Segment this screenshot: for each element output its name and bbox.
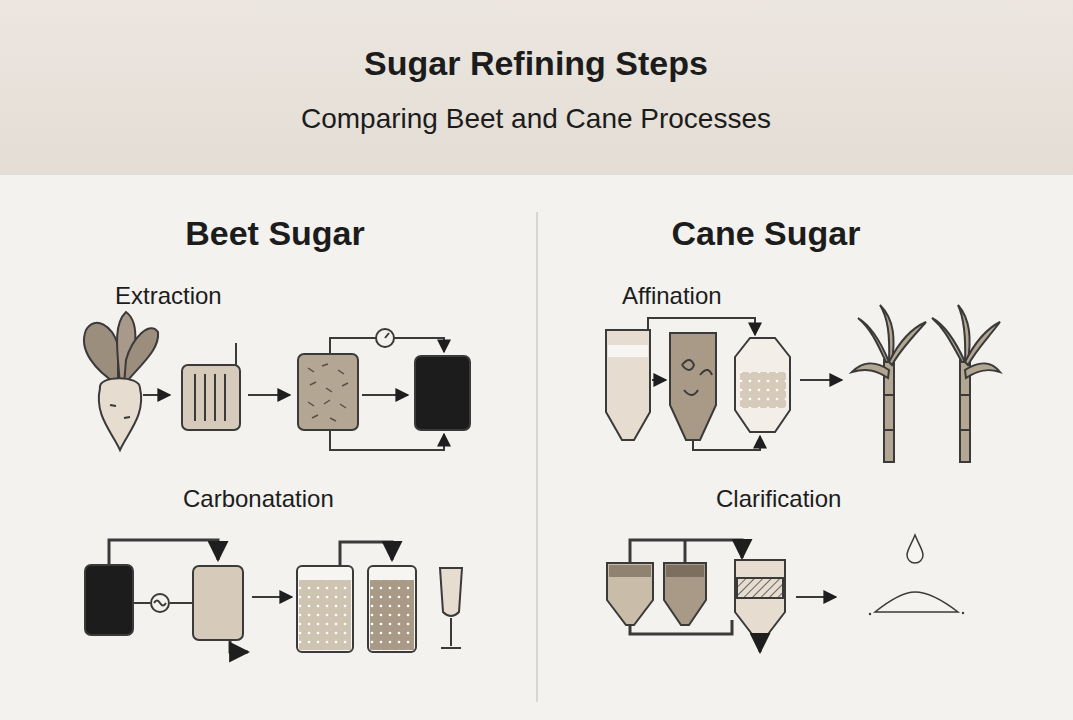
header-band bbox=[0, 0, 1073, 175]
step-label: Carbonatation bbox=[183, 485, 334, 513]
extraction-illustration bbox=[84, 312, 470, 450]
step-label: Extraction bbox=[115, 282, 222, 310]
subtitle: Comparing Beet and Cane Processes bbox=[301, 103, 771, 135]
affination-illustration bbox=[606, 318, 842, 450]
step-label: Affination bbox=[622, 282, 722, 310]
clarification-illustration bbox=[607, 535, 964, 652]
sugarcane-icon bbox=[852, 305, 1000, 462]
carbonatation-illustration bbox=[85, 540, 462, 652]
column-heading: Cane Sugar bbox=[672, 214, 861, 253]
title: Sugar Refining Steps bbox=[364, 44, 708, 83]
column-heading: Beet Sugar bbox=[185, 214, 365, 253]
step-label: Clarification bbox=[716, 485, 841, 513]
divider bbox=[536, 212, 538, 702]
